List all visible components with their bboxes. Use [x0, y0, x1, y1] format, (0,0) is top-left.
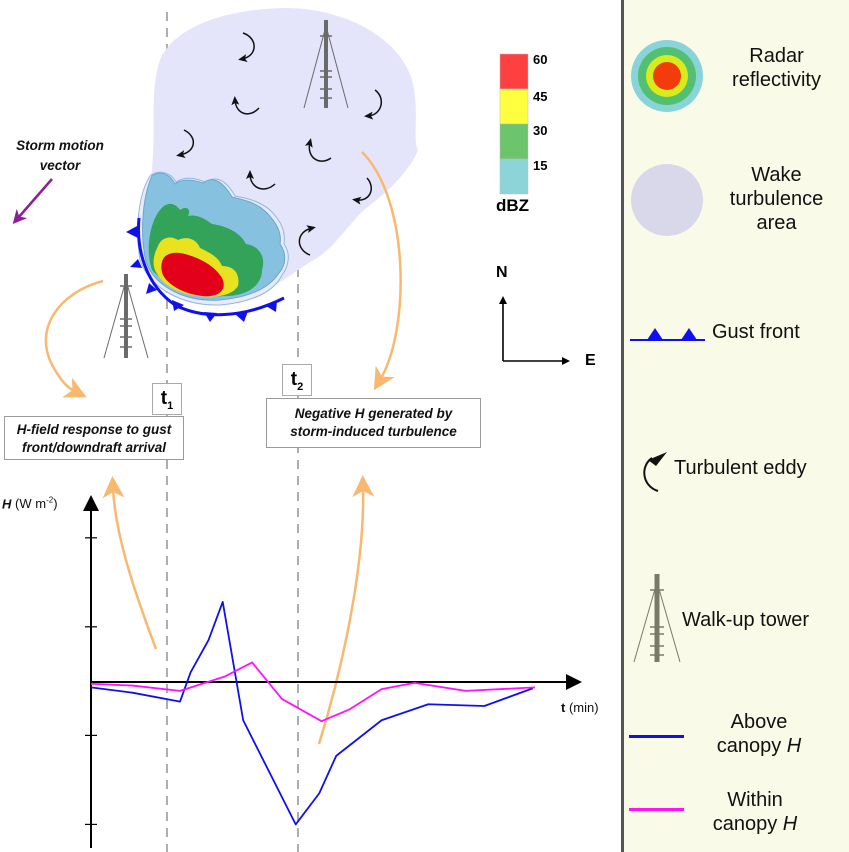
compass [499, 296, 570, 365]
legend-line: turbulence [729, 188, 824, 210]
legend-line: area [756, 212, 797, 234]
scale-label-15: 15 [533, 158, 548, 173]
scale-unit-label: dBZ [496, 196, 530, 215]
arrow-wake-to-note2 [361, 151, 402, 391]
storm-motion-label-line: Storm motion [16, 138, 104, 153]
annotation-gust-front-response: H-field response to gust front/downdraft… [4, 416, 184, 460]
radar-reflectivity-cell [137, 171, 289, 306]
legend-label-tower: Walk-up tower [682, 609, 810, 631]
legend-line: Within [727, 789, 783, 811]
above-canopy-h-line [90, 601, 534, 826]
annotation-line: storm-induced turbulence [290, 424, 457, 439]
legend-line: canopy H [716, 735, 802, 757]
eddy-icon [364, 89, 383, 120]
wake-turbulence-icon [631, 164, 703, 236]
x-axis-label: t (min) [561, 700, 599, 715]
y-axis-label: H (W m-2) [2, 496, 58, 512]
legend-line: canopy H [712, 813, 798, 835]
legend-panel: Radar reflectivity Wake turbulence area … [621, 0, 849, 852]
eddy-icon [238, 32, 255, 63]
t2-label: t [290, 369, 298, 390]
scale-label-45: 45 [533, 89, 548, 104]
gust-front [126, 217, 285, 322]
legend-label-radar: Radar reflectivity [704, 44, 849, 92]
legend-label-above: Above canopy H [694, 710, 824, 758]
x-axis-arrowhead [566, 674, 582, 690]
eddy-icon [304, 138, 332, 162]
above-canopy-line-icon [629, 735, 684, 738]
t1-subscript: 1 [167, 399, 174, 412]
annotation-line: H-field response to gust [16, 422, 172, 437]
reflectivity-scale-bar [499, 53, 529, 195]
scale-swatch-60 [499, 53, 529, 90]
compass-north-label: N [496, 264, 508, 281]
walk-up-tower-legend-icon [633, 574, 681, 663]
walk-up-tower-icon [103, 274, 149, 359]
arrow-chart-to-note1 [102, 476, 158, 650]
legend-label-gust: Gust front [712, 321, 800, 343]
turbulent-eddies [176, 32, 383, 256]
eddy-icon [176, 129, 194, 159]
scale-label-60: 60 [533, 52, 548, 67]
arrow-chart-to-note2 [317, 475, 375, 745]
t1-marker-label: t1 [152, 383, 182, 415]
within-canopy-h-line [90, 661, 536, 723]
annotation-line: Negative H generated by [294, 406, 453, 421]
annotation-line: front/downdraft arrival [21, 440, 166, 455]
connector-arrows [44, 151, 402, 745]
scale-swatch-15 [499, 158, 529, 195]
within-canopy-line-icon [629, 808, 684, 811]
legend-line: Above [730, 711, 788, 733]
annotation-negative-h: Negative H generated by storm-induced tu… [266, 398, 481, 448]
walk-up-tower-icon [303, 20, 349, 109]
storm-motion-arrow [12, 178, 53, 225]
compass-east-label: E [585, 352, 596, 369]
legend-line: Wake [751, 164, 802, 186]
legend-label-wake: Wake turbulence area [704, 163, 849, 235]
storm-diagram [12, 8, 582, 852]
legend-label-eddy: Turbulent eddy [674, 457, 807, 479]
eddy-icon [231, 96, 260, 115]
h-flux-chart [83, 495, 582, 848]
t2-subscript: 2 [297, 380, 304, 393]
scale-swatch-45 [499, 88, 529, 125]
t2-marker-label: t2 [282, 364, 312, 396]
x-axis-unit: (min) [568, 700, 599, 715]
eddy-icon [246, 170, 276, 190]
storm-motion-label-line: vector [39, 158, 81, 173]
eddy-icon [298, 225, 316, 256]
scale-label-30: 30 [533, 123, 548, 138]
storm-motion-label: Storm motion vector [4, 136, 116, 176]
scale-swatch-30 [499, 123, 529, 160]
legend-line: reflectivity [732, 69, 821, 91]
radar-reflectivity-icon [631, 40, 703, 112]
gust-front-icon [630, 328, 705, 341]
eddy-icon [352, 177, 372, 205]
turbulent-eddy-icon [643, 452, 667, 492]
t1-label: t [160, 388, 168, 409]
y-axis-arrowhead [83, 495, 99, 511]
legend-label-within: Within canopy H [690, 788, 820, 836]
arrow-tower1-to-note1 [44, 279, 104, 398]
y-axis-unit: (W m-2) [15, 496, 58, 512]
legend-line: Radar [749, 45, 804, 67]
